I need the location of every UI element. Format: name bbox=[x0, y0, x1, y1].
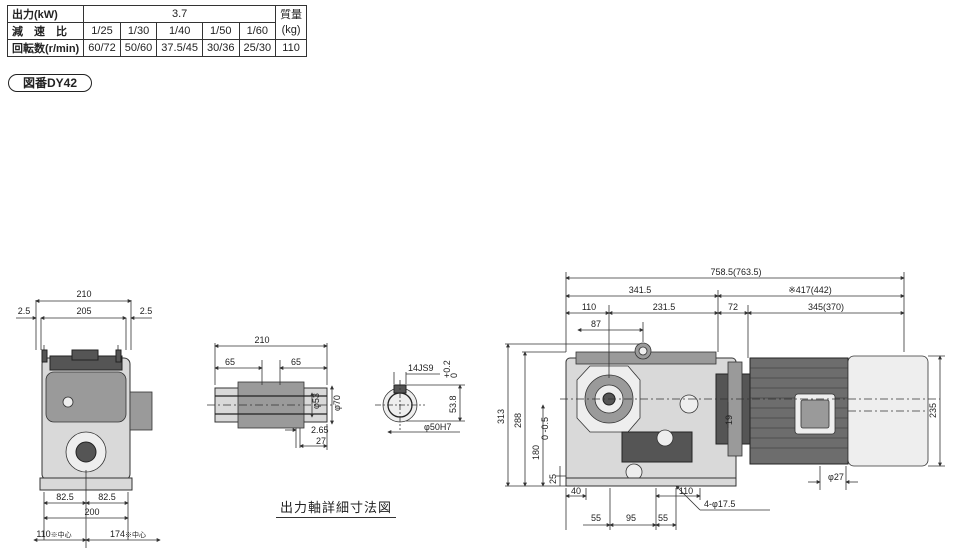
side-plug bbox=[679, 394, 699, 414]
side-dim-center-height: 180 bbox=[531, 445, 541, 460]
side-dim-p3: 55 bbox=[658, 513, 668, 523]
front-dim-half-right: 82.5 bbox=[98, 492, 116, 502]
side-dim-e: 87 bbox=[591, 319, 601, 329]
shaft-detail: 210 65 65 φ53 φ70 2.65 27 bbox=[207, 335, 342, 450]
speed-cell: 30/36 bbox=[202, 39, 240, 57]
key-tolerance-top: +0.2 bbox=[442, 360, 452, 378]
front-dim-base: 200 bbox=[84, 507, 99, 517]
speed-cell: 37.5/45 bbox=[156, 39, 203, 57]
ratio-cell: 1/60 bbox=[238, 22, 277, 40]
ratio-cell: 1/25 bbox=[83, 22, 121, 40]
side-dim-foot: 40 bbox=[571, 486, 581, 496]
mass-label-top: 質量 bbox=[280, 8, 303, 21]
ratio-label: 減 速 比 bbox=[6, 22, 85, 40]
side-dim-motor-length: ※417(442) bbox=[788, 285, 832, 295]
front-dim-inner: 205 bbox=[76, 306, 91, 316]
mass-label-unit: (kg) bbox=[281, 23, 301, 36]
speed-label: 回転数(r/min) bbox=[6, 39, 85, 57]
side-dim-hole: 19 bbox=[724, 415, 734, 425]
motor-flange bbox=[727, 361, 743, 457]
side-dim-foot-width: 110 bbox=[679, 486, 693, 496]
output-shaft-caption: 出力軸詳細寸法図 bbox=[276, 497, 397, 518]
front-dim-center-left-unit: ※中心 bbox=[51, 530, 72, 539]
front-dim-left-offset: 2.5 bbox=[18, 306, 31, 316]
mass-label: 質量 (kg) bbox=[275, 5, 308, 40]
side-dimensions: 758.5(763.5) 341.5 ※417(442) 110 231.5 7… bbox=[496, 267, 945, 530]
shaft-dim-dia-b: φ70 bbox=[332, 395, 342, 411]
side-view bbox=[560, 342, 940, 487]
shaft-dim-step: 2.65 bbox=[311, 425, 329, 435]
side-dim-c: 72 bbox=[728, 302, 738, 312]
side-dim-total-height: 313 bbox=[496, 409, 506, 424]
mass-value: 110 bbox=[275, 39, 308, 57]
key-tolerance-bottom: 0 bbox=[449, 373, 459, 378]
side-dim-gear-length: 341.5 bbox=[629, 285, 652, 295]
side-dim-a: 110 bbox=[582, 302, 596, 312]
key-width: 14JS9 bbox=[408, 363, 434, 373]
side-base bbox=[565, 477, 737, 487]
front-view bbox=[39, 345, 153, 491]
side-dim-overall: 758.5(763.5) bbox=[710, 267, 761, 277]
lower-plug bbox=[656, 429, 674, 447]
side-dim-b: 231.5 bbox=[653, 302, 676, 312]
ratio-cell: 1/40 bbox=[156, 22, 203, 40]
shaft-dim-overall: 210 bbox=[254, 335, 269, 345]
side-dim-center-tolerance: 0 -0.5 bbox=[540, 417, 550, 440]
key-detail: 14JS9 53.8 +0.2 0 φ50H7 bbox=[375, 360, 465, 434]
side-dim-cable: φ27 bbox=[828, 472, 844, 482]
front-shaft bbox=[75, 441, 97, 463]
side-dim-motor-height: 235 bbox=[928, 403, 938, 418]
output-label: 出力(kW) bbox=[6, 5, 85, 23]
front-housing bbox=[45, 371, 127, 423]
front-plug bbox=[62, 396, 74, 408]
spec-table: 出力(kW) 3.7 質量 (kg) 減 速 比 1/25 1/30 1/40 … bbox=[6, 5, 308, 57]
key-height: 53.8 bbox=[448, 395, 458, 413]
front-dim-right-offset: 2.5 bbox=[140, 306, 153, 316]
front-dim-center-right-value: 174 bbox=[110, 529, 125, 539]
side-dim-holes: 4-φ17.5 bbox=[704, 499, 735, 509]
front-dim-center-right: 174※中心 bbox=[110, 529, 146, 539]
side-dim-top-height: 288 bbox=[513, 413, 523, 428]
shaft-dim-left: 65 bbox=[225, 357, 235, 367]
side-dim-p2: 95 bbox=[626, 513, 636, 523]
speed-cell: 60/72 bbox=[83, 39, 121, 57]
front-dim-center-left: 110※中心 bbox=[36, 529, 71, 539]
side-dim-d: 345(370) bbox=[808, 302, 844, 312]
shaft-dim-right: 65 bbox=[291, 357, 301, 367]
side-dim-p1: 55 bbox=[591, 513, 601, 523]
speed-cell: 25/30 bbox=[238, 39, 277, 57]
front-dim-center-left-value: 110 bbox=[36, 529, 50, 539]
front-eyebolt bbox=[71, 349, 99, 361]
bore-diameter: φ50H7 bbox=[424, 422, 451, 432]
ratio-cell: 1/50 bbox=[202, 22, 240, 40]
front-dimensions: 210 205 2.5 2.5 82.5 82.5 200 110※中心 174… bbox=[16, 289, 161, 548]
figure-number: 図番DY42 bbox=[8, 74, 92, 92]
side-dim-base-height: 25 bbox=[548, 474, 558, 484]
shaft-dim-dia-a: φ53 bbox=[311, 393, 321, 409]
front-motor-stub bbox=[129, 391, 153, 431]
front-dim-half-left: 82.5 bbox=[56, 492, 74, 502]
front-dim-overall: 210 bbox=[76, 289, 91, 299]
front-dim-center-right-unit: ※中心 bbox=[125, 530, 146, 539]
shaft-dim-length: 27 bbox=[316, 436, 326, 446]
